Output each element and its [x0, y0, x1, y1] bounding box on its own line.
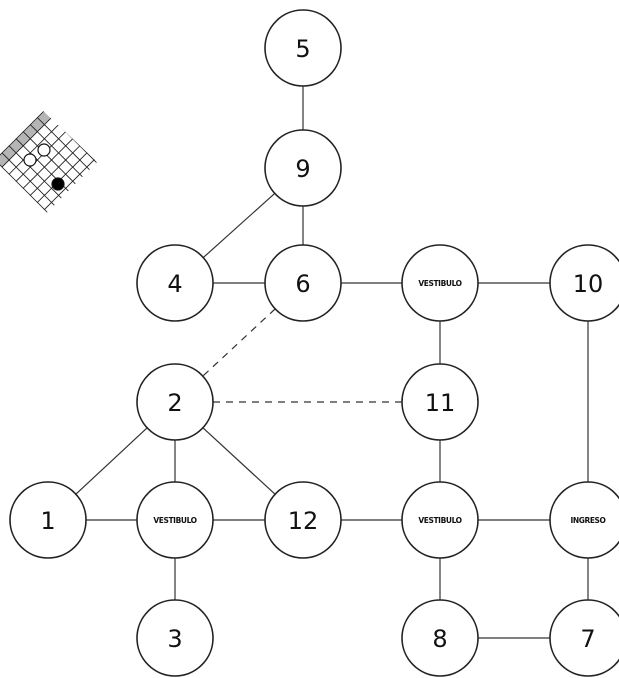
node-label: VESTIBULO: [418, 279, 461, 288]
node-vestibulo-left: VESTIBULO: [136, 481, 214, 559]
node-n2: 2: [136, 363, 214, 441]
node-n5: 5: [264, 9, 342, 87]
node-label: 2: [167, 389, 182, 417]
node-ingreso: INGRESO: [549, 481, 619, 559]
node-circle: [401, 481, 479, 559]
node-n7: 7: [549, 599, 619, 677]
edge-n9-n4: [202, 192, 276, 259]
node-circle: [401, 244, 479, 322]
node-label: VESTIBULO: [418, 516, 461, 525]
node-n1: 1: [9, 481, 87, 559]
node-circle: [9, 481, 87, 559]
node-n8: 8: [401, 599, 479, 677]
node-circle: [136, 599, 214, 677]
grid-piece: [37, 143, 51, 157]
node-label: INGRESO: [570, 516, 605, 525]
node-circle: [401, 363, 479, 441]
node-circle: [549, 244, 619, 322]
node-circle: [264, 9, 342, 87]
grid-piece: [23, 153, 37, 167]
node-n6: 6: [264, 244, 342, 322]
node-vestibulo-top: VESTIBULO: [401, 244, 479, 322]
grid-logo: [0, 81, 97, 239]
node-circle: [401, 599, 479, 677]
node-label: 1: [40, 507, 55, 535]
node-label: 10: [573, 270, 604, 298]
node-label: 3: [167, 625, 182, 653]
node-circle: [549, 599, 619, 677]
node-label: 11: [425, 389, 456, 417]
node-n12: 12: [264, 481, 342, 559]
node-circle: [264, 244, 342, 322]
node-circle: [136, 244, 214, 322]
node-label: 6: [295, 270, 310, 298]
node-label: 8: [432, 625, 447, 653]
node-circle: [136, 481, 214, 559]
node-label: 5: [295, 35, 310, 63]
node-label: 7: [580, 625, 595, 653]
node-circle: [136, 363, 214, 441]
node-n9: 9: [264, 129, 342, 207]
node-n11: 11: [401, 363, 479, 441]
node-label: VESTIBULO: [153, 516, 196, 525]
node-n4: 4: [136, 244, 214, 322]
node-circle: [264, 129, 342, 207]
checker-grid: [0, 81, 97, 239]
node-label: 12: [288, 507, 319, 535]
node-label: 4: [167, 270, 182, 298]
node-circle: [264, 481, 342, 559]
edge-n2-n12: [202, 427, 276, 495]
edges-layer: [75, 86, 589, 639]
node-n3: 3: [136, 599, 214, 677]
node-vestibulo-right: VESTIBULO: [401, 481, 479, 559]
node-n10: 10: [549, 244, 619, 322]
node-label: 9: [295, 155, 310, 183]
edge-n2-n1: [75, 427, 148, 495]
grid-piece: [51, 177, 65, 191]
edge-n6-n2: [202, 308, 276, 377]
node-circle: [549, 481, 619, 559]
